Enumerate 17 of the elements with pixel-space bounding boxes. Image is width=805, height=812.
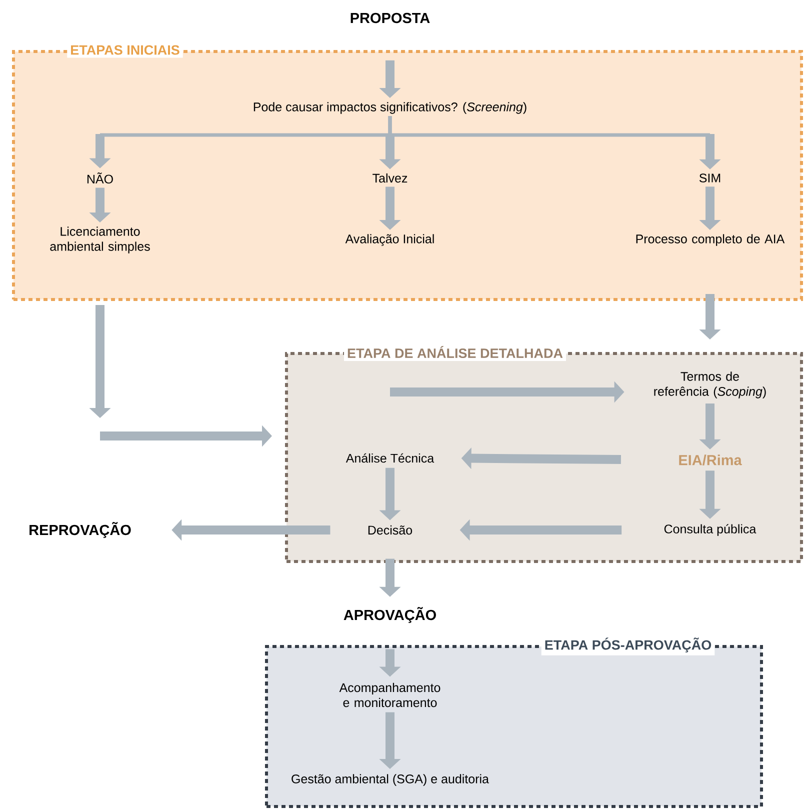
stage-label: REPROVAÇÃO: [30, 522, 131, 538]
step-text: Processo completo de AIA: [636, 234, 785, 246]
step-text: Gestão ambiental (SGA) e auditoria: [292, 774, 489, 786]
stage-label: PROPOSTA: [350, 12, 430, 24]
step-text: Licenciamento ambiental simples: [50, 226, 150, 254]
step-text: Talvez: [372, 173, 408, 183]
step-text: EIA/Rima: [679, 454, 742, 466]
step-text: NÃO: [87, 172, 113, 184]
step-text: Avaliação Inicial: [345, 234, 434, 246]
step-text: Termos de referência (Scoping): [654, 372, 766, 398]
step-text: Decisão: [368, 525, 412, 535]
step-text: Análise Técnica: [346, 453, 434, 463]
stage-label: APROVAÇÃO: [344, 607, 436, 623]
step-text: Acompanhamento e monitoramento: [339, 682, 440, 708]
step-text: Consulta pública: [664, 524, 756, 536]
step-text: SIM: [699, 174, 720, 182]
step-text: Pode causar impactos significativos? (Screening): [254, 102, 526, 114]
